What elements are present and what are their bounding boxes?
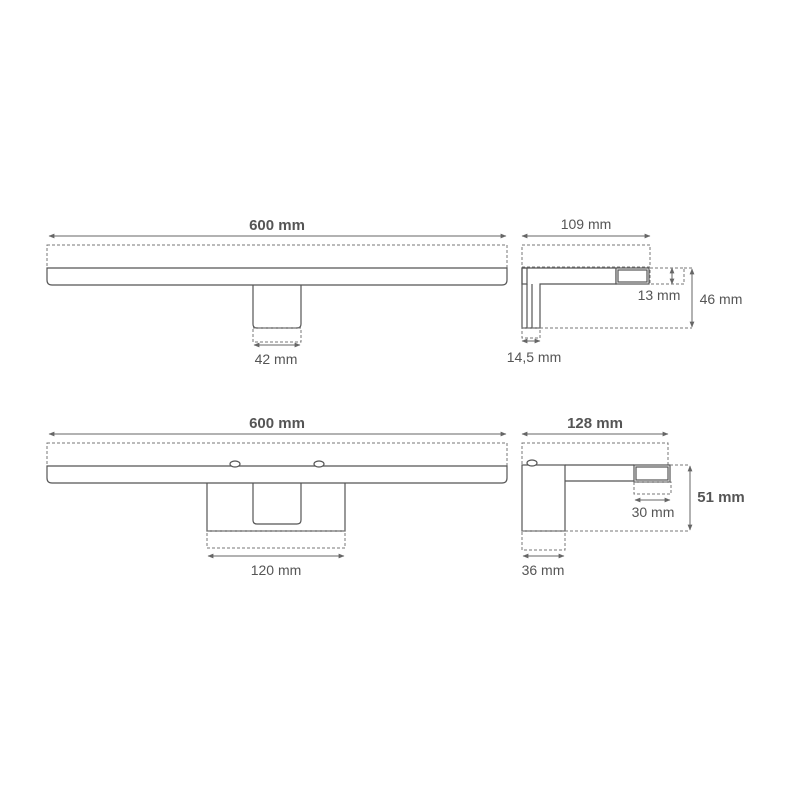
view2-profile-label: 30 mm (632, 504, 675, 520)
view2-mount-bracket (252, 483, 302, 525)
view2-side-depth-label: 128 mm (567, 415, 623, 432)
view2-front-width-label: 600 mm (249, 415, 305, 432)
view2-side: 128 mm 30 mm 51 mm 36 mm (521, 415, 745, 578)
view2-side-mount-envelope (521, 530, 566, 551)
view2-screw-left (229, 460, 241, 468)
view1-profile-envelope (649, 267, 685, 285)
view1-side-mount-envelope (521, 327, 541, 339)
view1-profile-label: 13 mm (638, 287, 681, 303)
view2-front: 600 mm 120 mm (46, 415, 508, 578)
view1-side: 109 mm 13 mm 46 mm 14,5 mm (507, 216, 743, 365)
view2-mount-width-label: 120 mm (251, 562, 302, 578)
view1-mount-bracket (252, 285, 302, 329)
view1-front: 600 mm 42 mm (46, 217, 508, 367)
view2-lamp-body (46, 465, 508, 484)
view1-side-envelope (521, 244, 651, 268)
view1-height-label: 46 mm (700, 291, 743, 307)
view1-side-profile (521, 267, 617, 329)
view2-profile-envelope (633, 481, 672, 495)
view1-mount-envelope (252, 327, 302, 343)
view2-side-screw (526, 459, 538, 467)
view2-side-body (521, 464, 566, 532)
view2-front-envelope (46, 442, 508, 467)
view2-mount-plate (206, 483, 346, 532)
view2-light-tube-inner (635, 466, 669, 481)
view1-front-envelope (46, 244, 508, 269)
view1-light-tube (615, 267, 650, 285)
view2-side-mount-label: 36 mm (522, 562, 565, 578)
view2-mount-envelope (206, 530, 346, 549)
view2-side-envelope (521, 442, 669, 466)
view1-light-tube-inner (617, 269, 648, 283)
view2-screw-right (313, 460, 325, 468)
view1-mount-width-label: 42 mm (255, 351, 298, 367)
view2-height-label: 51 mm (697, 489, 745, 506)
view1-front-width-label: 600 mm (249, 217, 305, 234)
view1-lamp-body (46, 267, 508, 286)
view1-side-mount-label: 14,5 mm (507, 349, 561, 365)
view1-side-depth-label: 109 mm (561, 216, 612, 232)
view1-side-cap (521, 267, 528, 285)
